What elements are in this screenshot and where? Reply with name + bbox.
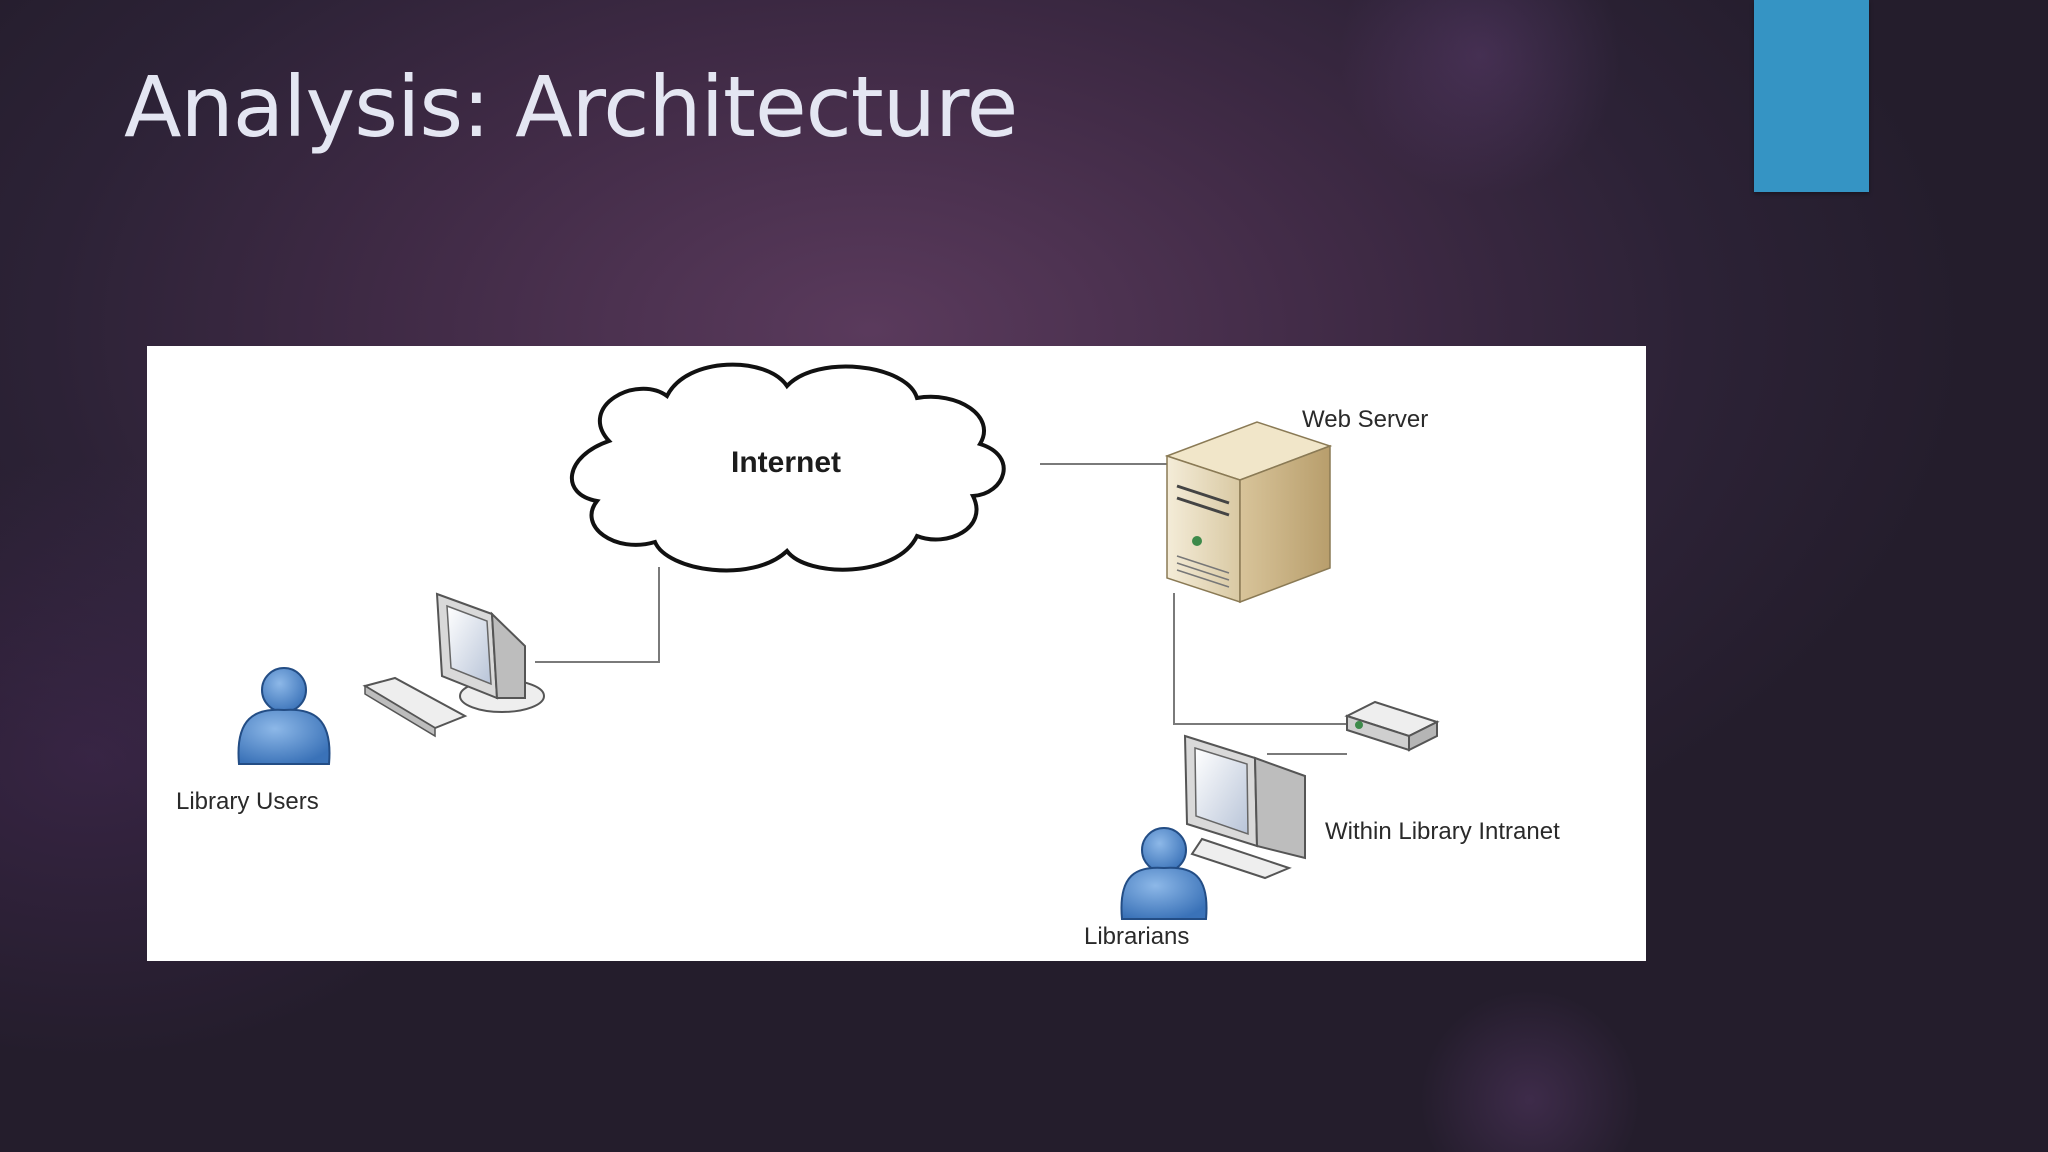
- person-icon: [237, 667, 331, 765]
- router-icon: [1344, 700, 1440, 752]
- monitor-icon: [435, 592, 545, 713]
- intranet-label: Within Library Intranet: [1325, 818, 1560, 845]
- person-icon: [1120, 827, 1208, 920]
- library-users-label: Library Users: [176, 788, 319, 815]
- diagram-canvas: [237, 362, 1440, 920]
- connection-lines: [535, 463, 1347, 755]
- web-server-label: Web Server: [1302, 406, 1429, 433]
- server-icon: [1164, 421, 1333, 604]
- internet-label: Internet: [731, 446, 842, 479]
- accent-block: [1754, 0, 1869, 192]
- line-internet-to-users: [535, 567, 660, 663]
- architecture-diagram: Internet Web Server Library Users Within…: [147, 346, 1646, 961]
- monitor-icon: [1183, 734, 1306, 880]
- cloud-icon: [569, 362, 1006, 573]
- librarians-label: Librarians: [1084, 923, 1190, 950]
- slide-title: Analysis: Architecture: [124, 58, 1018, 156]
- line-server-to-intranet: [1173, 593, 1347, 725]
- keyboard-icon: [362, 676, 468, 738]
